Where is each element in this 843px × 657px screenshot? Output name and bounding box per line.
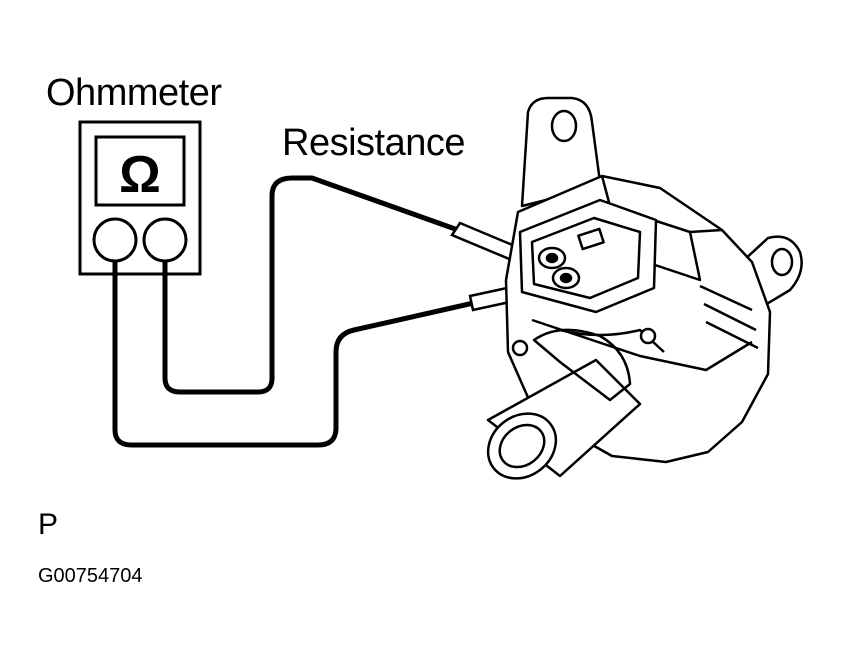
test-leads — [112, 175, 481, 448]
ohmmeter-icon: Ω — [78, 120, 202, 276]
ohm-symbol: Ω — [119, 146, 161, 204]
solenoid-valve-icon — [486, 96, 803, 480]
resistance-label: Resistance — [282, 122, 465, 164]
meter-jack-right — [142, 217, 188, 263]
test-lead-lower — [112, 259, 481, 448]
view-mark-label: P — [38, 508, 59, 541]
meter-jack-left — [92, 217, 138, 263]
test-lead-upper — [162, 175, 461, 395]
ohmmeter-label: Ohmmeter — [46, 72, 222, 114]
figure-id: G00754704 — [38, 565, 143, 587]
